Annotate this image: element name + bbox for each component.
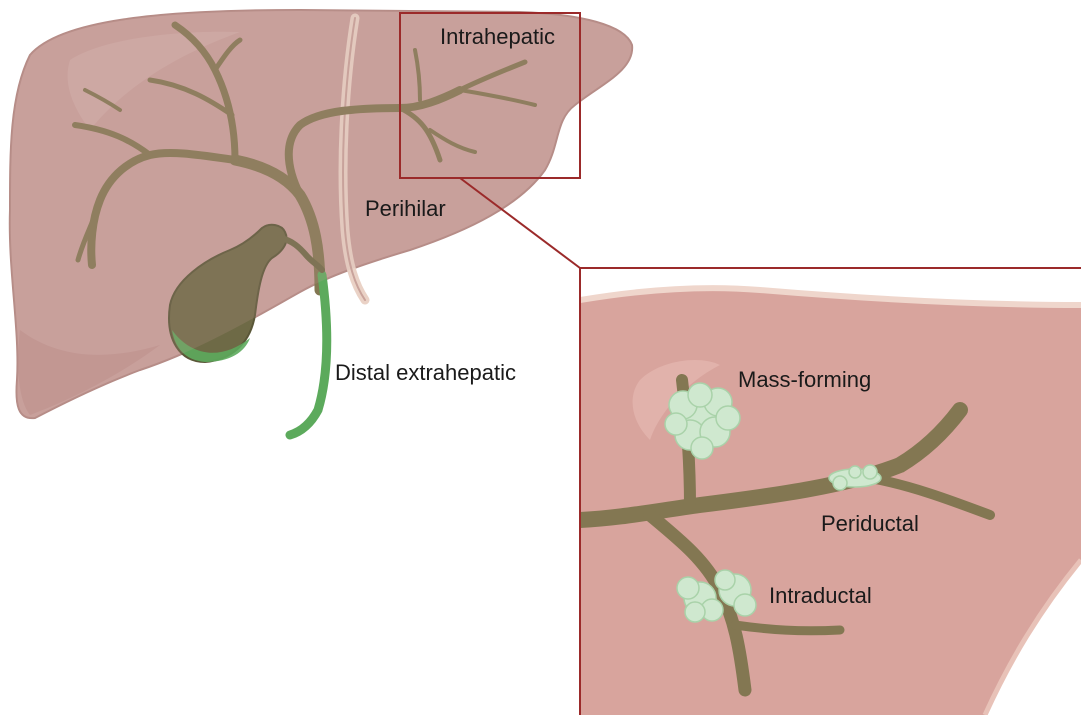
label-mass-forming: Mass-forming [738,367,871,392]
liver-overview [10,10,632,435]
distal-extrahepatic-duct [290,275,327,435]
label-distal-extrahepatic: Distal extrahepatic [335,360,516,385]
label-periductal: Periductal [821,511,919,536]
zoom-liver-tissue [580,288,1081,715]
zoom-inset [580,268,1081,715]
label-perihilar: Perihilar [365,196,446,221]
label-intraductal: Intraductal [769,583,872,608]
intraductal-tumor [677,570,756,622]
label-intrahepatic: Intrahepatic [440,24,555,49]
